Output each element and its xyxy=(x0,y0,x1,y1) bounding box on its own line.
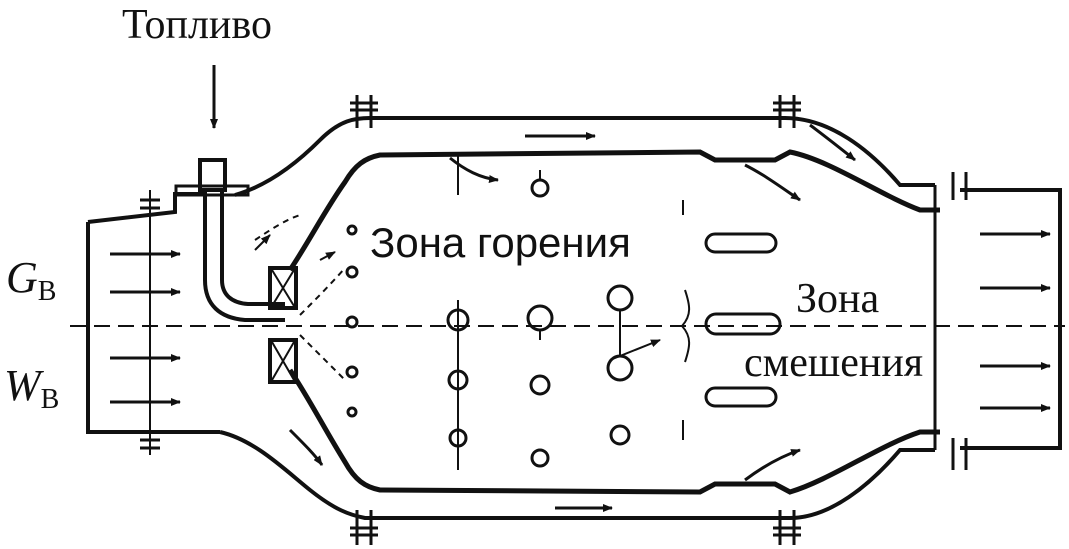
outlet-section xyxy=(960,188,1062,450)
air-velocity-label: WВ xyxy=(4,364,59,414)
swirl-flow-arrows xyxy=(254,214,661,381)
flame-tube xyxy=(287,149,940,495)
fuel-pipe xyxy=(174,158,285,322)
air-flow-subscript: В xyxy=(37,276,57,307)
air-flow-symbol: G xyxy=(6,253,38,302)
fuel-label: Топливо xyxy=(122,2,272,48)
air-flow-label: GВ xyxy=(6,256,56,306)
mixing-zone-label-line2: смешения xyxy=(744,340,924,386)
dilution-slots xyxy=(704,232,782,408)
mixing-zone-label-line1: Зона xyxy=(796,276,880,322)
combustion-zone-label: Зона горения xyxy=(370,219,631,266)
primary-holes xyxy=(345,224,359,418)
inlet-section xyxy=(86,190,220,455)
air-velocity-subscript: В xyxy=(40,384,60,415)
zone-divider xyxy=(680,200,691,440)
outlet-flow-arrows xyxy=(980,230,1051,412)
air-velocity-symbol: W xyxy=(4,361,41,410)
inlet-flow-arrows xyxy=(110,250,181,406)
secondary-holes xyxy=(446,155,634,470)
swirler xyxy=(268,266,298,384)
annulus-flow-arrows xyxy=(288,123,856,512)
flange-bolts xyxy=(350,95,968,545)
